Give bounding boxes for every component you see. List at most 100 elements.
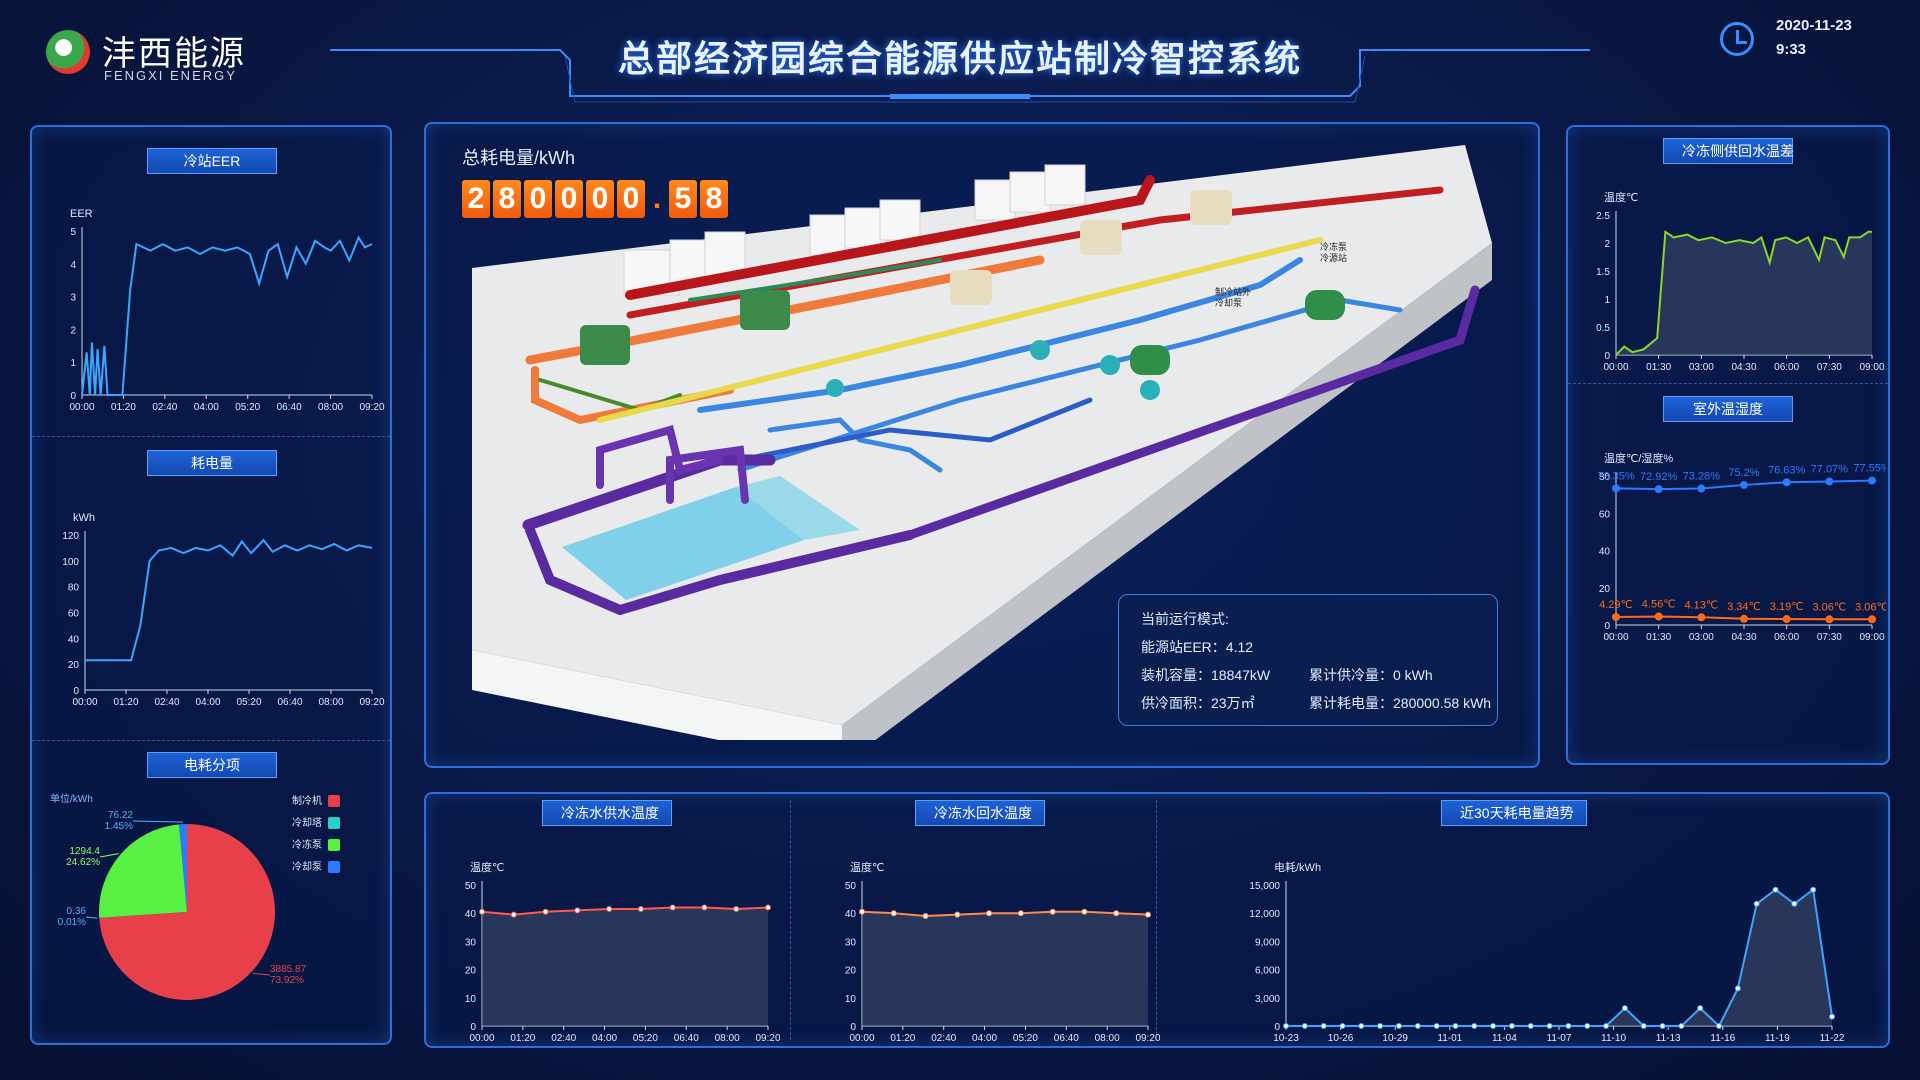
x-tick-label: 01:20 xyxy=(113,697,138,708)
brand-name-en: FENGXI ENERGY xyxy=(104,68,237,83)
counter-digit: . xyxy=(652,182,662,215)
counter-digit: 0 xyxy=(524,180,552,218)
x-tick-label: 01:20 xyxy=(890,1033,915,1044)
data-point xyxy=(510,911,517,918)
data-point xyxy=(1113,910,1120,917)
plant-label: 冷冻泵 xyxy=(1320,241,1347,252)
y-tick-label: 0 xyxy=(470,1022,476,1033)
data-point xyxy=(1791,900,1798,907)
data-label: 77.07% xyxy=(1811,463,1849,475)
x-tick-label: 02:40 xyxy=(551,1033,576,1044)
x-tick-label: 11-22 xyxy=(1820,1033,1845,1044)
data-point xyxy=(1654,485,1663,494)
data-point xyxy=(1868,476,1876,485)
series-line xyxy=(1615,230,1872,356)
x-tick-label: 04:30 xyxy=(1731,632,1756,643)
data-point xyxy=(1678,1023,1685,1029)
data-point xyxy=(606,905,613,912)
y-tick-label: 5 xyxy=(70,227,76,238)
legend-label: 制冷机 xyxy=(292,794,322,807)
y-tick-label: 2 xyxy=(1604,239,1610,250)
x-tick-label: 04:00 xyxy=(195,697,220,708)
series-line xyxy=(1286,887,1833,1028)
y-tick-label: 40 xyxy=(845,909,857,920)
data-label: 4.29℃ xyxy=(1599,599,1633,611)
y-axis-label: 温度℃ xyxy=(470,860,504,874)
data-point xyxy=(1320,1023,1327,1029)
right-panel xyxy=(1566,125,1890,765)
energy-value: 累计耗电量：280000.58 kWh xyxy=(1309,695,1492,711)
data-point xyxy=(701,904,708,911)
data-point xyxy=(1377,1023,1384,1029)
pie-chart: 单位/kWh3885.8773.92%0.360.01%1294.424.62%… xyxy=(50,792,340,1000)
data-point xyxy=(1740,480,1748,489)
x-tick-label: 05:20 xyxy=(1013,1033,1038,1044)
x-tick-label: 01:20 xyxy=(510,1033,535,1044)
x-tick-label: 07:30 xyxy=(1817,362,1842,373)
data-point xyxy=(1433,1023,1440,1029)
y-tick-label: 40 xyxy=(465,909,477,920)
logo-icon xyxy=(46,30,90,74)
y-tick-label: 20 xyxy=(1599,584,1611,595)
y-tick-label: 0 xyxy=(1604,351,1610,362)
eer-value: 能源站EER：4.12 xyxy=(1141,639,1254,655)
datetime: 2020-11-23 9:33 xyxy=(1720,14,1896,64)
data-label: 75.2% xyxy=(1728,467,1759,479)
data-label: 76.63% xyxy=(1768,464,1806,476)
x-tick-label: 05:20 xyxy=(633,1033,658,1044)
date-text: 2020-11-23 xyxy=(1776,17,1852,34)
legend-swatch xyxy=(328,861,340,873)
brand-logo: 沣西能源 FENGXI ENERGY xyxy=(46,26,286,86)
data-point xyxy=(1697,484,1706,493)
brand-name-cn: 沣西能源 xyxy=(102,35,246,73)
divider xyxy=(1568,383,1888,384)
x-tick-label: 00:00 xyxy=(1603,362,1628,373)
x-tick-label: 05:20 xyxy=(236,697,261,708)
x-tick-label: 09:20 xyxy=(359,697,384,708)
data-point xyxy=(1017,910,1024,917)
x-tick-label: 06:40 xyxy=(1054,1033,1079,1044)
x-tick-label: 08:00 xyxy=(318,402,343,413)
x-tick-label: 07:30 xyxy=(1817,632,1842,643)
data-point xyxy=(1697,613,1706,622)
leader-line xyxy=(132,820,183,823)
x-tick-label: 01:30 xyxy=(1646,632,1671,643)
data-point xyxy=(986,910,993,917)
data-label: 3.19℃ xyxy=(1770,601,1804,613)
x-tick-label: 03:00 xyxy=(1689,632,1714,643)
data-point xyxy=(1825,477,1834,486)
data-point xyxy=(1716,1023,1723,1029)
x-tick-label: 01:30 xyxy=(1646,362,1671,373)
y-tick-label: 15,000 xyxy=(1249,881,1280,892)
series-area xyxy=(862,911,1148,1026)
status-info-card: 当前运行模式: 能源站EER：4.12 装机容量：18847kW 累计供冷量：0… xyxy=(1118,594,1498,726)
y-tick-label: 100 xyxy=(62,557,79,568)
outdoor-chart-title: 室外温湿度 xyxy=(1663,396,1793,422)
y-tick-label: 9,000 xyxy=(1255,937,1280,948)
data-point xyxy=(1081,908,1088,915)
x-tick-label: 08:00 xyxy=(1095,1033,1120,1044)
y-tick-label: 40 xyxy=(1599,547,1611,558)
mode-label: 当前运行模式: xyxy=(1141,611,1229,627)
slice-percent: 0.01% xyxy=(58,917,86,928)
x-tick-label: 00:00 xyxy=(69,402,94,413)
x-tick-label: 06:40 xyxy=(277,402,302,413)
title-frame xyxy=(330,49,1590,103)
data-point xyxy=(1772,886,1779,893)
data-point xyxy=(765,904,771,911)
leader-line xyxy=(99,853,119,858)
data-label: 3.34℃ xyxy=(1727,601,1761,613)
data-point xyxy=(922,913,929,920)
data-point xyxy=(1339,1023,1346,1029)
page-title: 总部经济园综合能源供应站制冷智控系统 xyxy=(617,38,1302,79)
plant-3d-view[interactable]: 制冷站外 冷却泵 冷冻泵 冷源站 xyxy=(440,140,1520,740)
legend-swatch xyxy=(328,817,340,829)
data-label: 73.28% xyxy=(1683,471,1721,483)
total-energy-label: 总耗电量/kWh xyxy=(462,148,576,168)
data-point xyxy=(1584,1023,1591,1029)
x-tick-label: 09:00 xyxy=(1859,362,1884,373)
series-line xyxy=(861,910,1149,918)
